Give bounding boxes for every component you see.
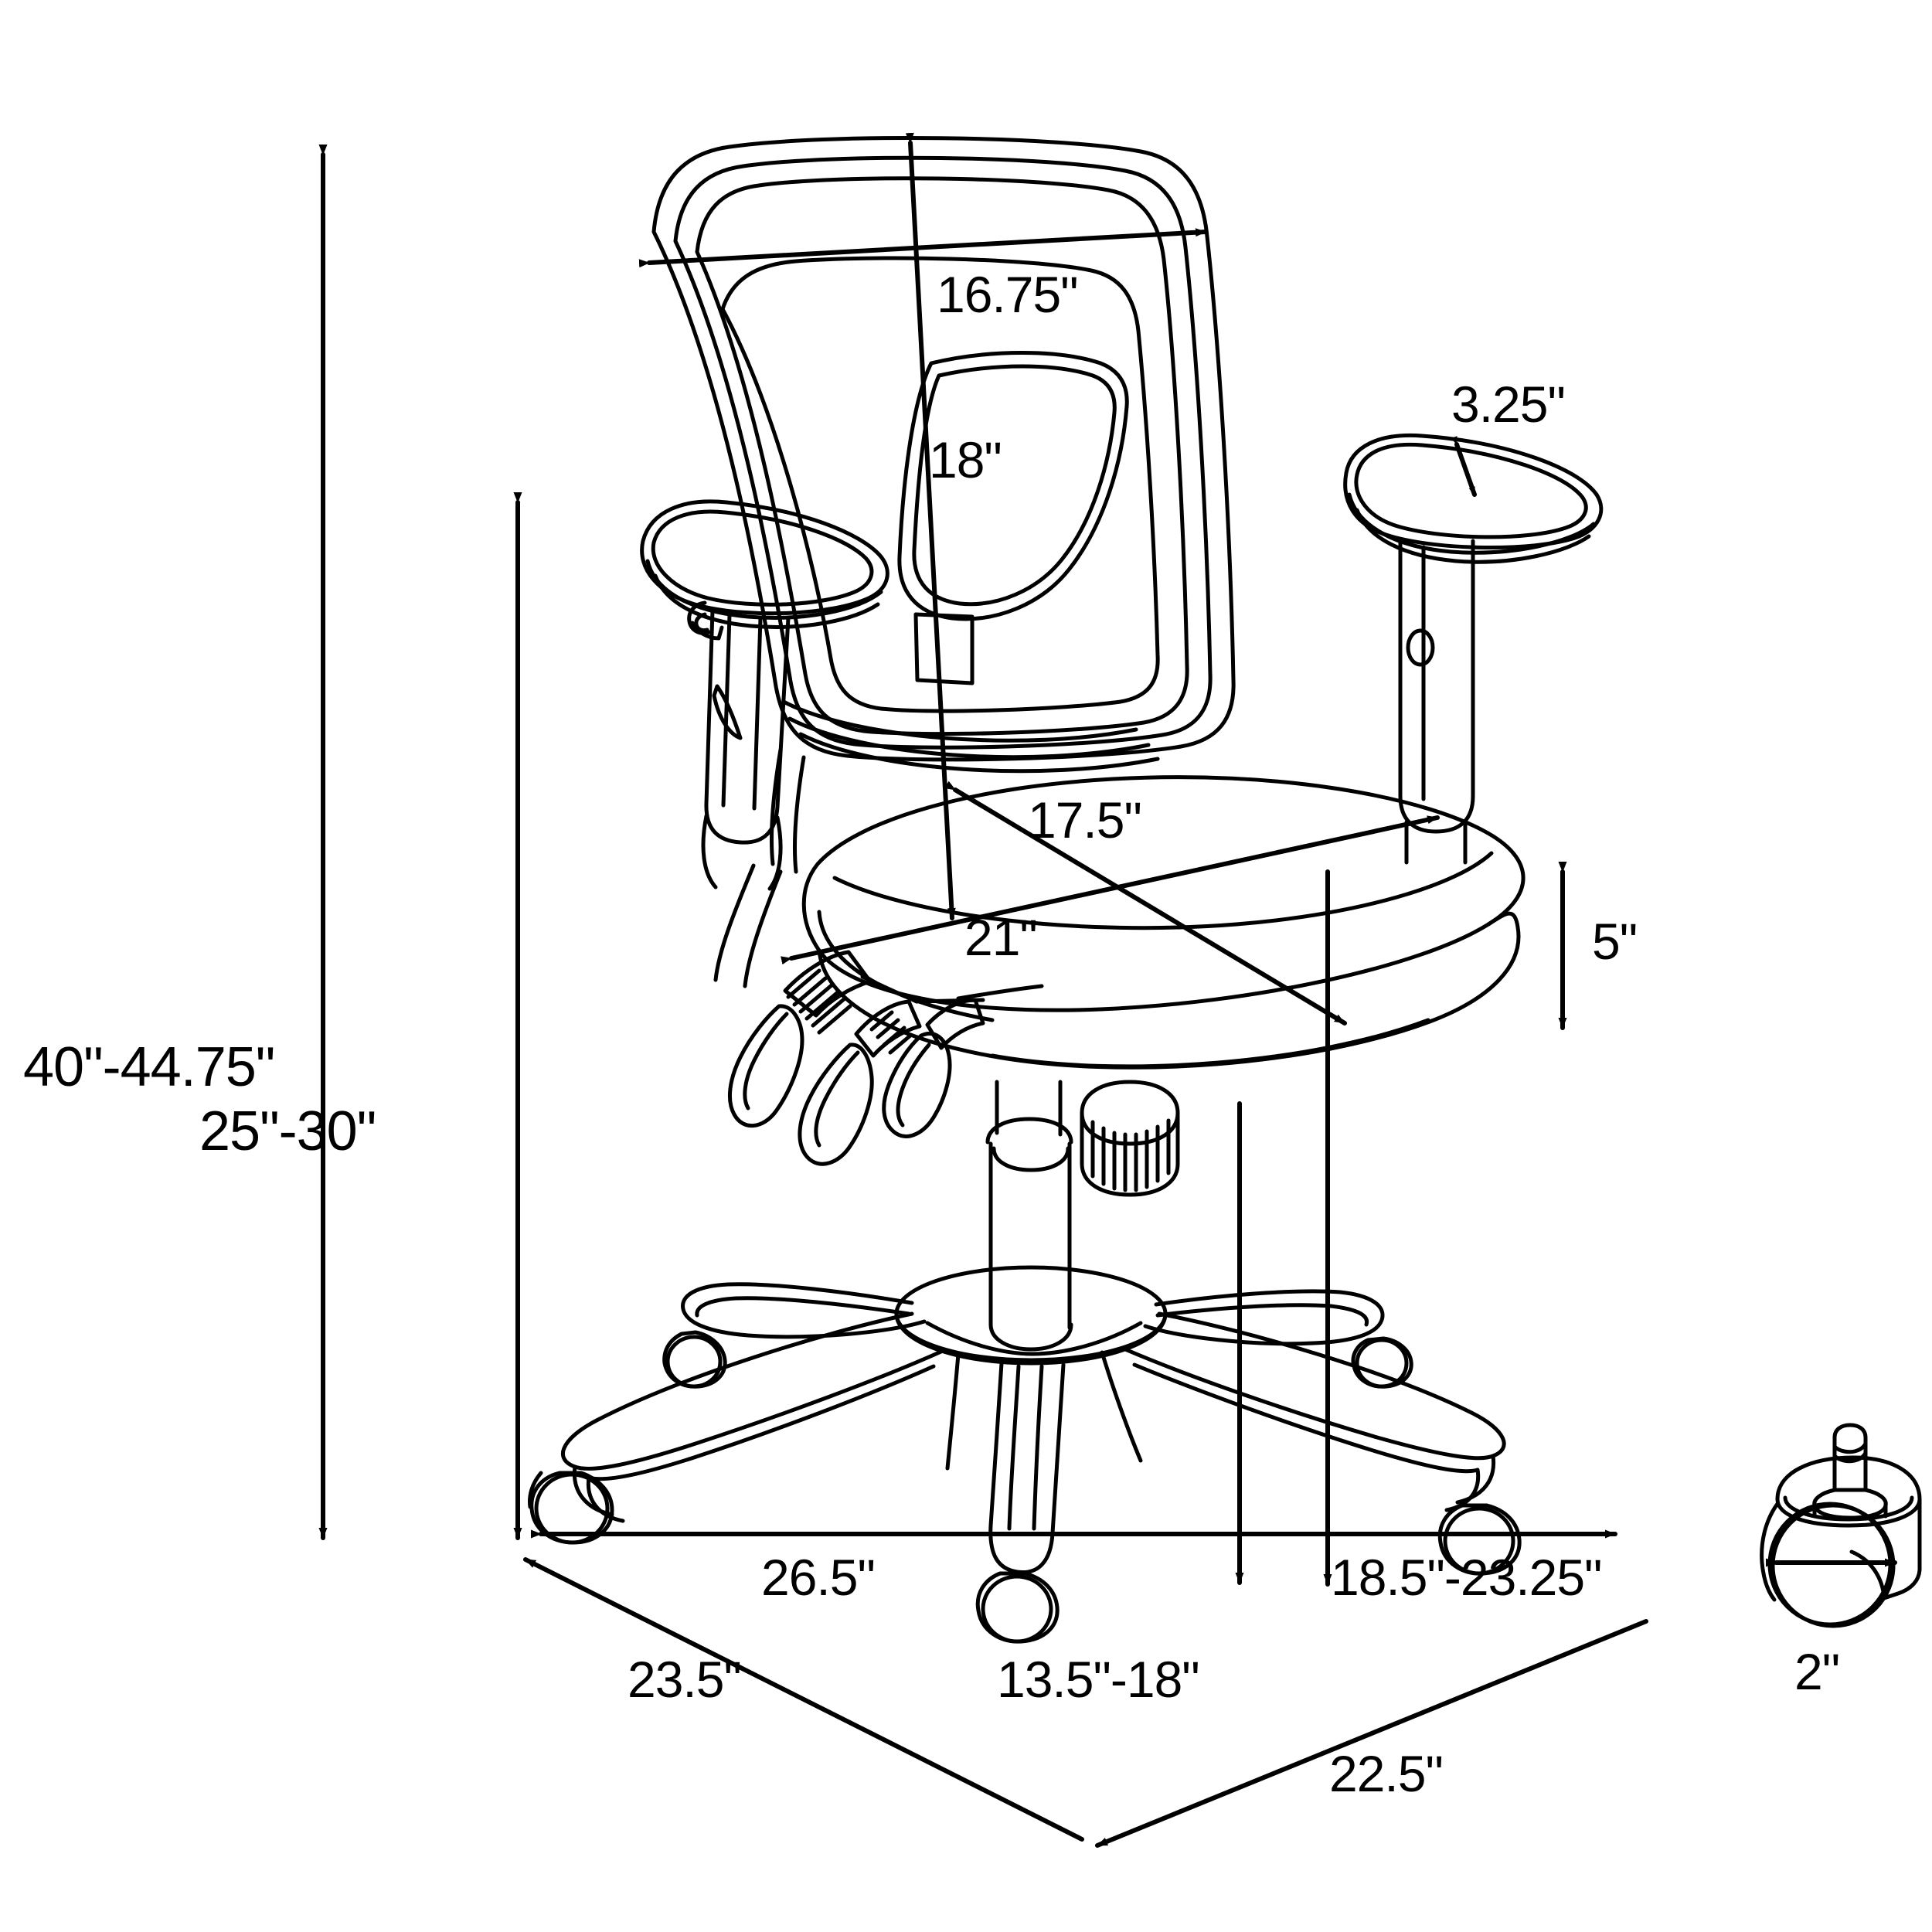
dimension-label-base-width: 26.5": [761, 1549, 876, 1606]
backrest-support-post: [713, 747, 806, 988]
dimension-label-overall-height: 40"-44.75": [23, 1036, 275, 1098]
dimension-label-base-span: 22.5": [1329, 1745, 1444, 1802]
five-star-base: [560, 1265, 1506, 1575]
control-levers: [728, 950, 1044, 1166]
caster-detail: [1760, 1423, 1922, 1628]
dimension-label-arm-height-range: 18.5"-23.25": [1331, 1549, 1602, 1606]
dimension-label-armrest-pad-width: 3.25": [1451, 376, 1566, 433]
dimension-label-back-width: 16.75": [937, 266, 1079, 323]
gas-cylinder: [985, 1080, 1073, 1352]
dimension-label-seat-back-height: 25"-30": [199, 1100, 376, 1162]
tilt-tension-knob: [1080, 1080, 1180, 1197]
left-armrest: [640, 499, 889, 891]
right-armrest: [1343, 433, 1604, 865]
dimension-label-seat-depth: 17.5": [1028, 791, 1142, 849]
dimension-label-base-depth: 23.5": [628, 1651, 742, 1708]
dimension-label-caster-diameter: 2": [1794, 1643, 1840, 1700]
dimline-base-depth: [523, 1557, 1084, 1842]
dimension-label-seat-thickness: 5": [1592, 913, 1638, 970]
dimline-seat-width: [781, 815, 1440, 965]
dimline-armrest-pad-width: [1451, 436, 1477, 497]
dimension-label-seat-height-range: 13.5"-18": [997, 1651, 1200, 1708]
dimline-base-span: [1095, 1619, 1648, 1848]
dimension-label-seat-width: 21": [964, 909, 1038, 966]
dimension-label-back-height: 18": [929, 431, 1002, 488]
